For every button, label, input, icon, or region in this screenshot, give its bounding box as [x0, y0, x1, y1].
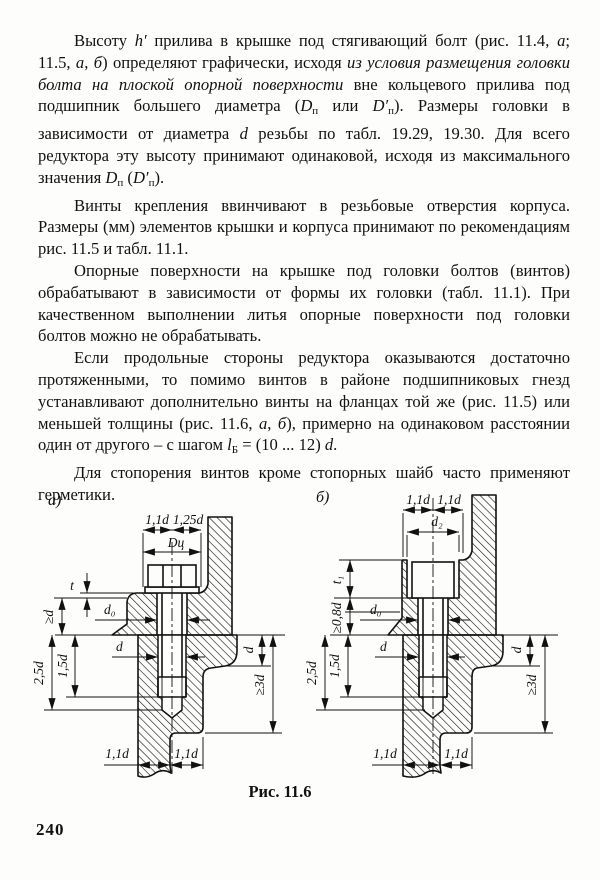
dim-label-b-top-right: 1,1d — [437, 492, 461, 507]
dim-label-b-engage: 1,5d — [327, 654, 342, 678]
paragraph-5: Для стопорения винтов кроме стопорных ша… — [38, 463, 570, 504]
dim-label-a-d: d — [116, 639, 123, 654]
paragraph-2: Винты крепления ввинчивают в резьбовые о… — [38, 195, 570, 259]
figure-caption: Рис. 11.6 — [248, 782, 312, 801]
dim-label-b-depth: 2,5d — [304, 661, 319, 685]
figure-a-drawing: а) — [31, 492, 285, 778]
dim-label-b-d: d — [380, 639, 387, 654]
bolt-a — [80, 542, 200, 774]
dim-label-a-dia: Dц — [167, 535, 185, 550]
paragraph-1: Высоту h′ прилива в крышке под стягивающ… — [38, 31, 571, 189]
cover-section-a — [70, 516, 233, 636]
dim-label-a-flange: ≥d — [41, 610, 56, 624]
dim-label-a-lip: d — [241, 646, 256, 653]
dim-label-a-wall: ≥3d — [252, 674, 267, 695]
dim-label-a-top-right: 1,25d — [173, 512, 204, 527]
dim-label-b-dia: d₂ — [431, 514, 443, 529]
body-text: Высоту h′ прилива в крышке под стягивающ… — [38, 30, 570, 506]
cover-section-b — [345, 494, 497, 636]
dim-label-a-engage: 1,5d — [55, 654, 70, 678]
dim-label-b-flange: ≥0,8d — [329, 602, 344, 633]
dimensions-b: 1,1d 1,1d d₂ t₁ ≥0,8d d₀ d — [304, 492, 553, 769]
page-number: 240 — [36, 820, 65, 839]
dim-label-b-t: t₁ — [329, 576, 344, 584]
dim-label-a-top-left: 1,1d — [145, 512, 169, 527]
dim-label-a-depth: 2,5d — [31, 661, 46, 685]
figure-a-label: а) — [48, 492, 61, 509]
dim-label-b-bot-left: 1,1d — [373, 746, 397, 761]
dim-label-b-bot-right: 1,1d — [444, 746, 468, 761]
dim-label-b-wall: ≥3d — [524, 674, 539, 695]
screw-b — [411, 498, 455, 774]
figure-b-drawing: б) — [304, 489, 558, 778]
dim-label-b-lip: d — [509, 646, 524, 653]
figure-11-6: а) — [31, 489, 558, 778]
paragraph-3: Опорные поверхности на крышке под головк… — [38, 260, 570, 346]
dim-label-b-d0: d₀ — [370, 602, 382, 617]
paragraph-4: Если продольные стороны редуктора оказыв… — [38, 348, 571, 457]
dim-label-a-d0: d₀ — [104, 602, 116, 617]
dim-label-a-t: t — [70, 578, 75, 593]
dim-label-a-bot-left: 1,1d — [105, 746, 129, 761]
dimensions-a: 1,1d 1,25d Dц t ≥d d₀ d 1,5d — [31, 512, 282, 769]
figure-b-label: б) — [316, 489, 329, 506]
dim-label-b-top-left: 1,1d — [406, 492, 430, 507]
dim-label-a-bot-right: 1,1d — [174, 746, 198, 761]
